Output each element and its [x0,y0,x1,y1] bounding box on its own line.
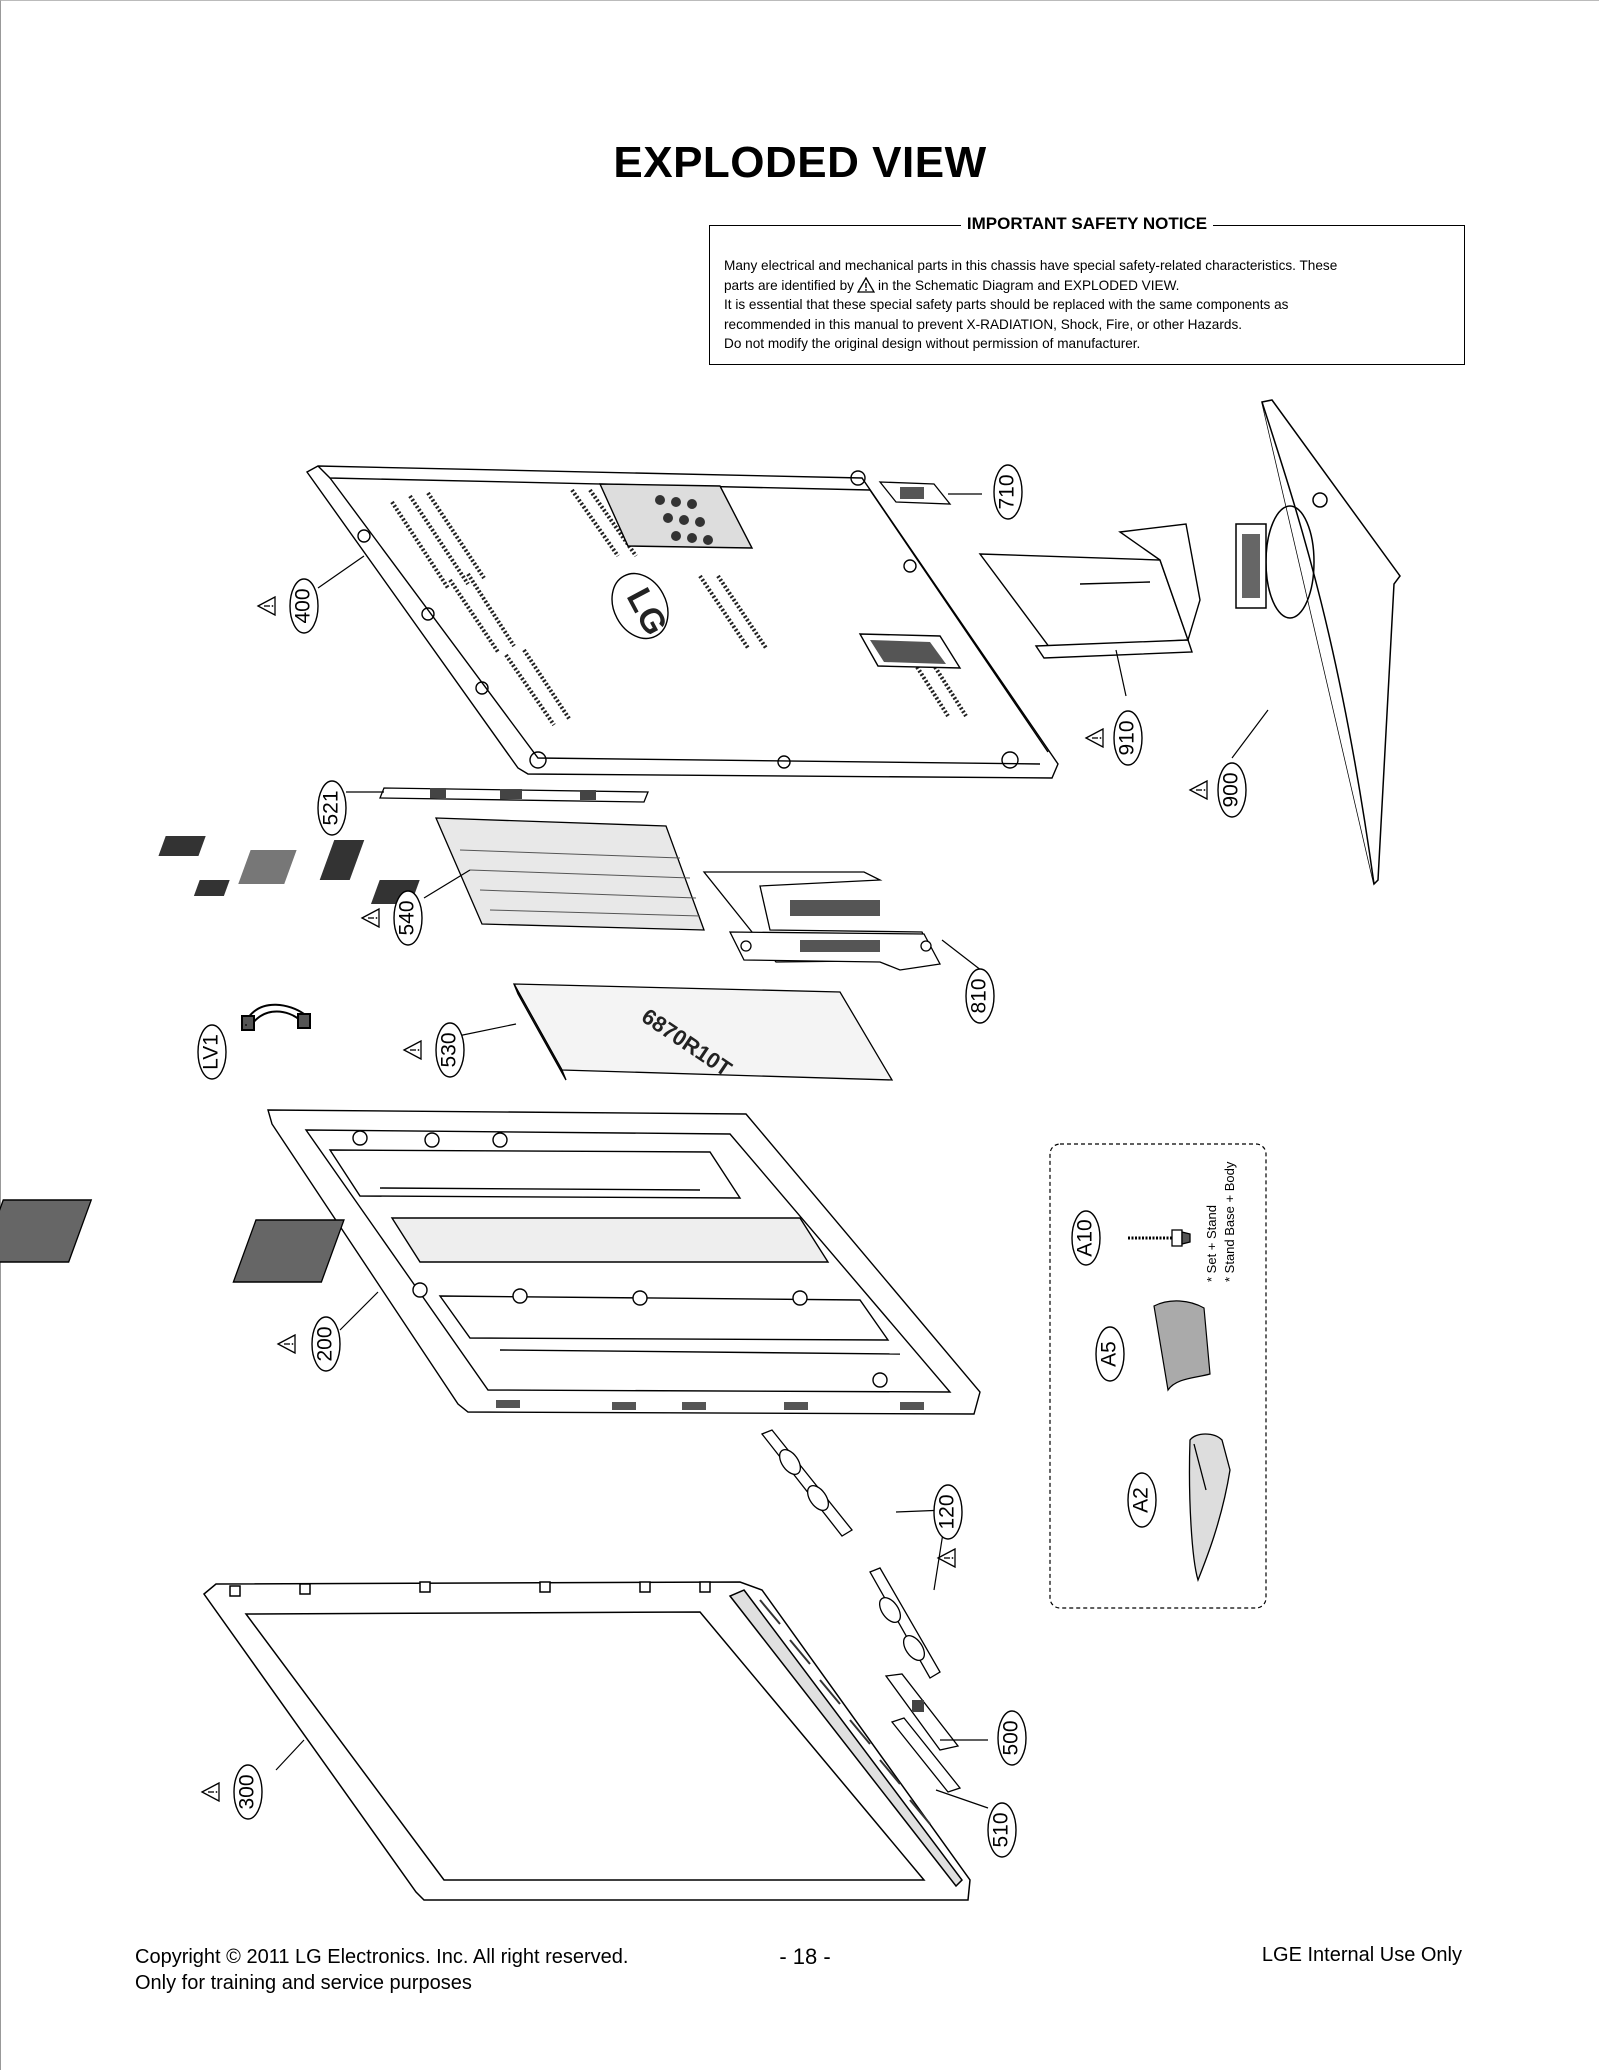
label-710: 710 [993,464,1023,520]
svg-text:510: 510 [990,1812,1013,1847]
safety-notice-body: Many electrical and mechanical parts in … [724,256,1450,354]
footer-copyright: Copyright © 2011 LG Electronics. Inc. Al… [135,1946,629,1968]
label-810: 810 [965,968,995,1024]
warning-triangle-icon [257,596,276,616]
warning-triangle-icon [201,1782,220,1802]
cable-lv1 [241,1003,311,1031]
svg-text:120: 120 [936,1494,959,1529]
svg-text:900: 900 [1220,772,1243,807]
svg-text:500: 500 [1000,1720,1023,1755]
stand-body-a2 [1188,1433,1231,1582]
label-530: 530 [403,1022,465,1078]
accessory-box [1049,1143,1267,1609]
svg-text:A2: A2 [1130,1487,1153,1513]
bracket-810 [702,871,942,971]
warning-triangle-icon [361,908,380,928]
warning-triangle-icon [1085,728,1104,748]
notice-line-3: It is essential that these special safet… [724,297,1289,312]
stand-base-900 [1235,399,1401,886]
power-board-530: 6870R10T [512,983,894,1082]
part-510 [890,1717,962,1793]
tape-a5 [1153,1300,1211,1392]
accessory-note-set-stand: * Set + Stand [1204,1205,1219,1282]
svg-text:910: 910 [1116,720,1139,755]
label-120: 120 [933,1484,963,1568]
notice-line-4: recommended in this manual to prevent X-… [724,316,1243,332]
warning-triangle-icon [856,276,875,293]
label-910: 910 [1085,710,1143,766]
notice-line-1: Many electrical and mechanical parts in … [724,258,1338,273]
label-500: 500 [997,1710,1027,1766]
front-bezel-300 [202,1581,971,1901]
svg-text:A10: A10 [1074,1219,1097,1256]
warning-triangle-icon [277,1334,296,1354]
svg-text:A5: A5 [1098,1341,1121,1367]
safety-notice-box: IMPORTANT SAFETY NOTICE Many electrical … [709,214,1465,365]
svg-text:400: 400 [292,588,315,623]
footer-purpose: Only for training and service purposes [135,1972,472,1994]
frame-200 [0,1109,981,1415]
accessory-note-base-body: * Stand Base + Body [1222,1161,1237,1282]
safety-notice-heading: IMPORTANT SAFETY NOTICE [960,214,1214,233]
stand-neck-910 [978,523,1201,659]
footer-page-number: - 18 - [779,1944,831,1969]
part-500 [884,1673,960,1751]
page-title: EXPLODED VIEW [613,138,987,187]
part-521 [379,787,649,803]
back-cover-400: LG [305,465,1059,779]
label-lv1: LV1 [197,1024,227,1080]
label-a2: A2 [1127,1472,1157,1528]
svg-text:710: 710 [996,474,1019,509]
label-900: 900 [1189,762,1247,818]
label-a10: A10 [1071,1210,1101,1266]
footer-copyright-block: Copyright © 2011 LG Electronics. Inc. Al… [135,1944,628,1996]
footer-internal-use: LGE Internal Use Only [1261,1944,1462,1966]
svg-text:LV1: LV1 [200,1034,223,1070]
label-510: 510 [987,1802,1017,1858]
screw-a10 [1128,1229,1191,1247]
label-521: 521 [317,780,347,836]
label-200: 200 [277,1316,341,1372]
label-540: 540 [361,890,423,946]
label-300: 300 [201,1764,263,1820]
speakers-120 [760,1429,941,1679]
label-a5: A5 [1095,1326,1125,1382]
main-board-540 [158,817,705,931]
svg-text:521: 521 [320,790,343,825]
svg-text:300: 300 [236,1774,259,1809]
svg-text:530: 530 [438,1032,461,1067]
svg-text:810: 810 [968,978,991,1013]
notice-line-5: Do not modify the original design withou… [724,336,1141,351]
svg-text:200: 200 [314,1326,337,1361]
svg-text:540: 540 [396,900,419,935]
warning-triangle-icon [1189,780,1208,800]
bracket-710 [878,481,952,505]
label-400: 400 [257,578,319,634]
warning-triangle-icon [403,1040,422,1060]
